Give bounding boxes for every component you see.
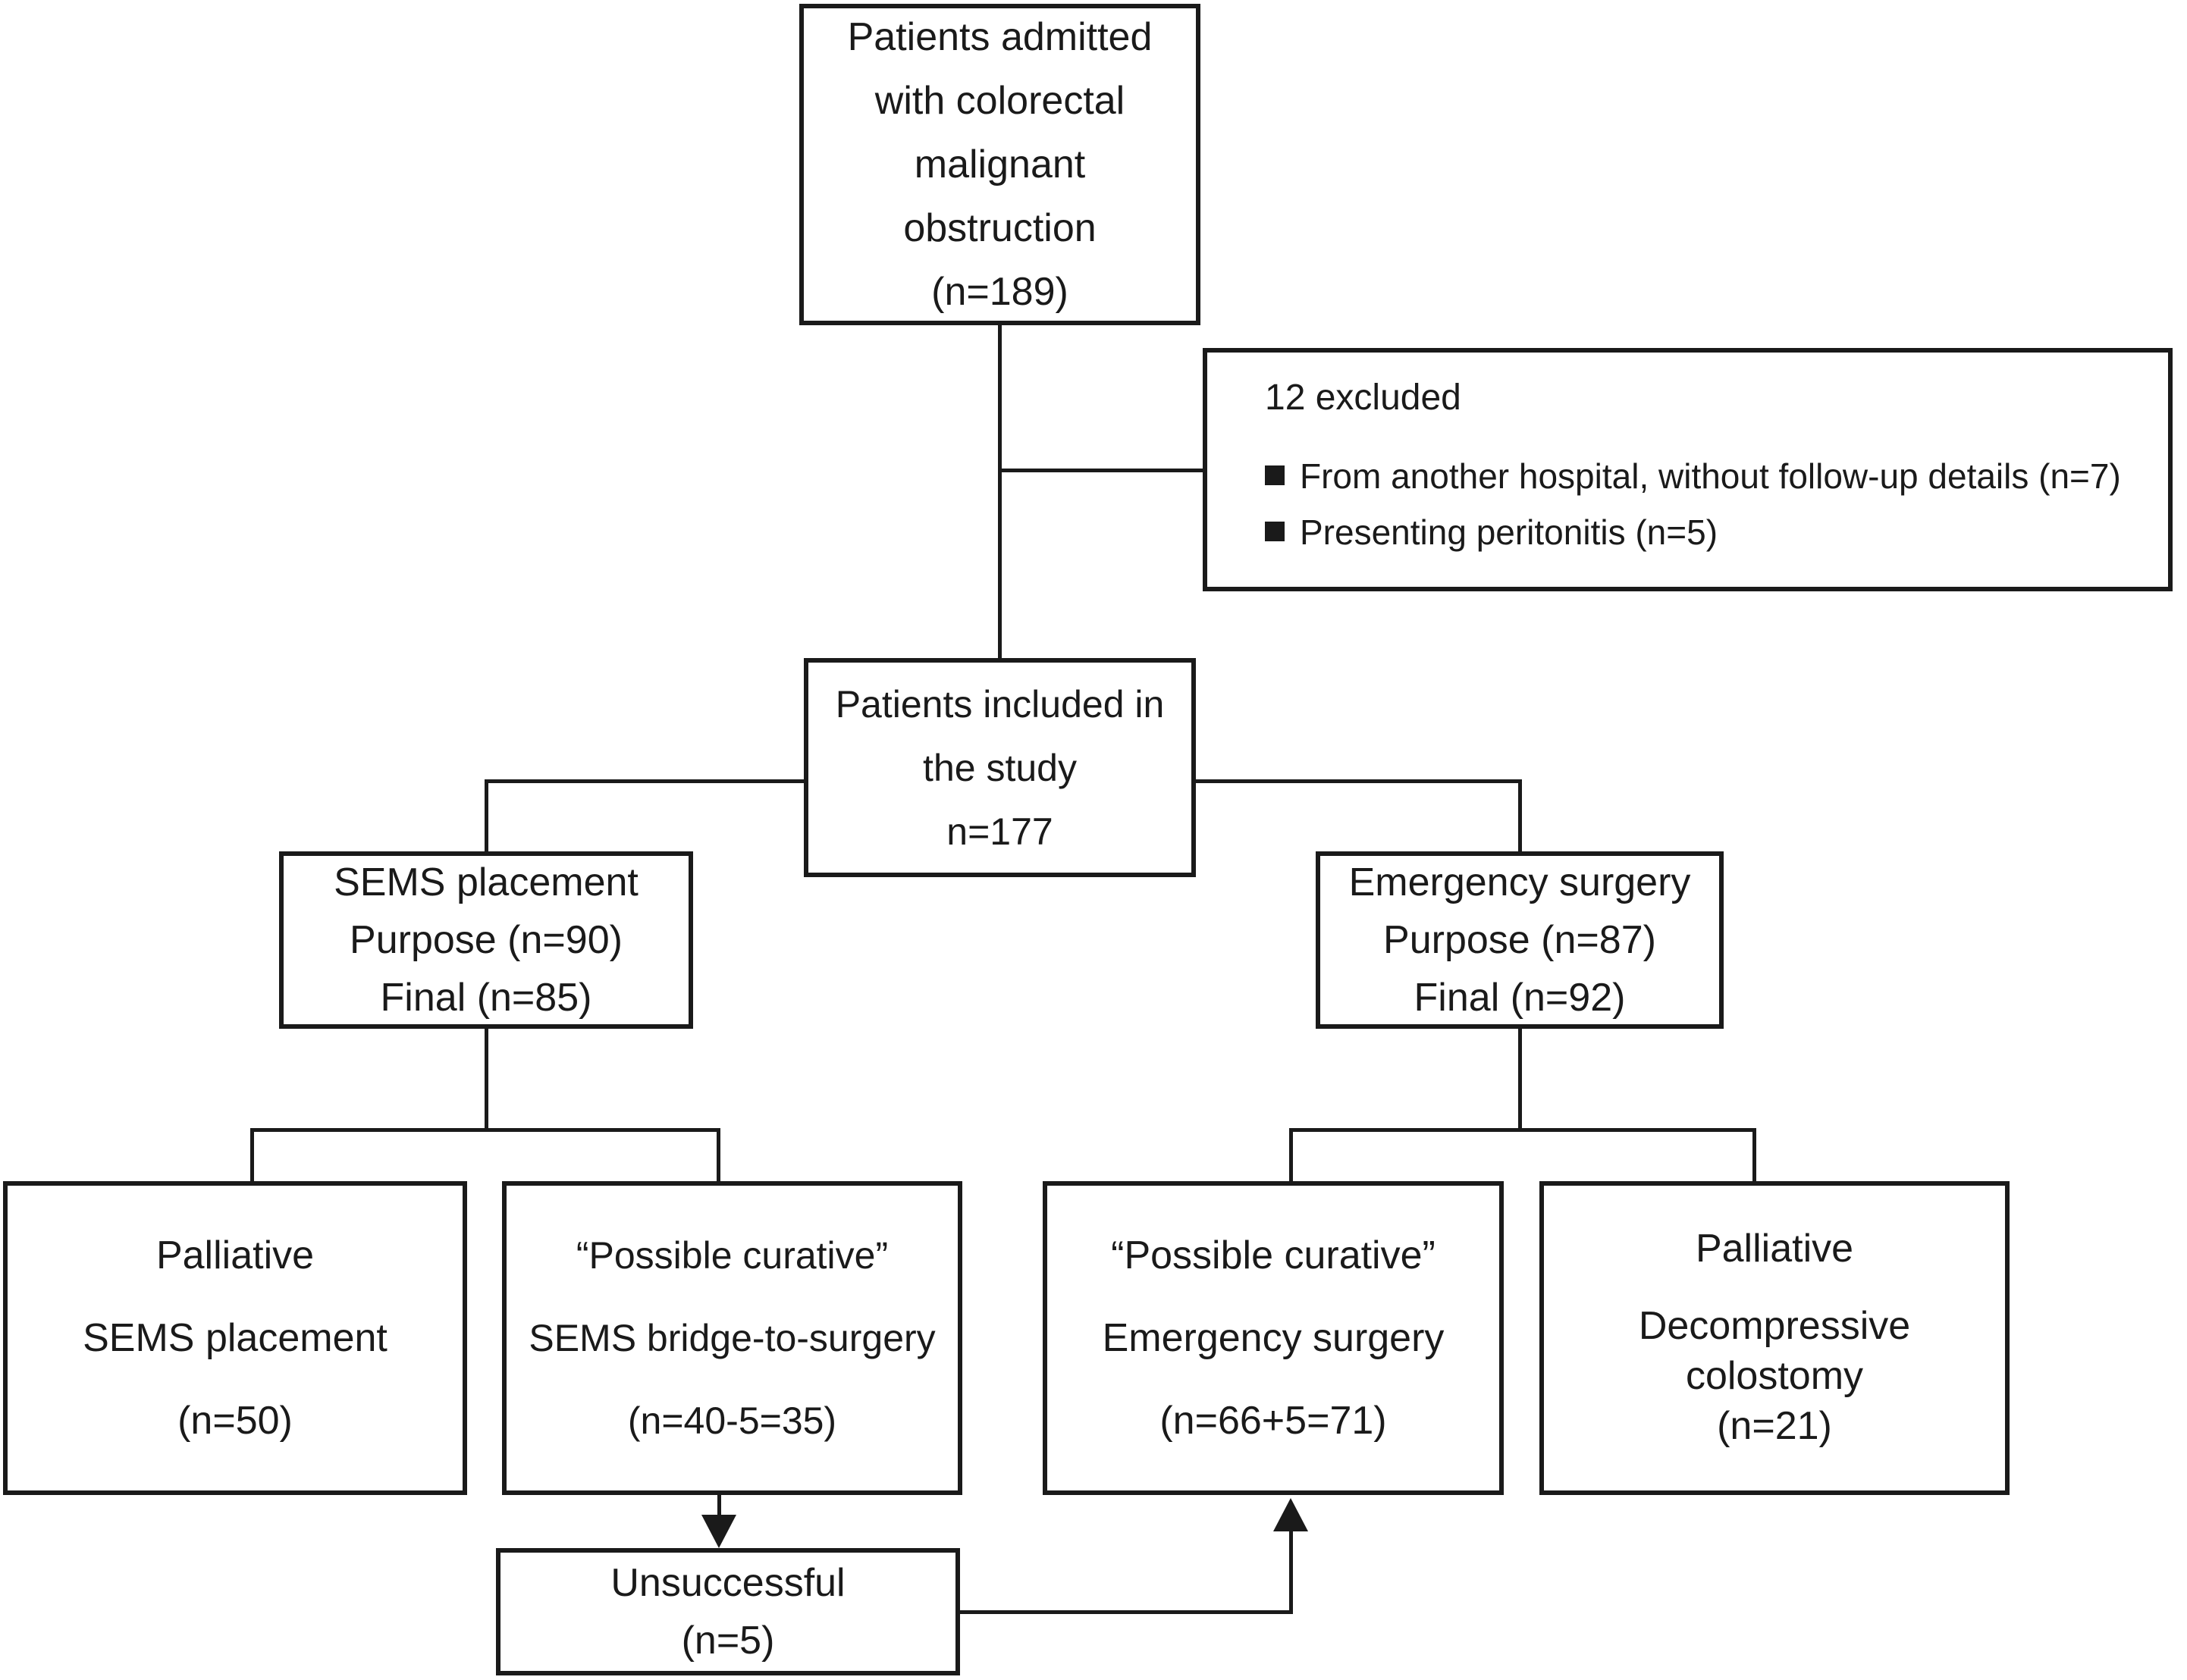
text-line: SEMS placement bbox=[334, 860, 639, 904]
text-line: Palliative bbox=[1695, 1227, 1854, 1271]
bullet-square-icon bbox=[1265, 522, 1285, 541]
node-decompressive-colostomy: Palliative Decompressive colostomy (n=21… bbox=[1539, 1181, 2010, 1495]
connector-included-right-horizontal bbox=[1194, 779, 1521, 783]
connector-sems-branch-horizontal bbox=[250, 1128, 720, 1132]
connector-included-right-down bbox=[1518, 779, 1522, 853]
text-line: Purpose (n=87) bbox=[1383, 918, 1656, 962]
node-sems-bridge-to-surgery: “Possible curative” SEMS bridge-to-surge… bbox=[502, 1181, 962, 1495]
text-line: (n=66+5=71) bbox=[1159, 1399, 1387, 1443]
text-line: with colorectal bbox=[874, 79, 1125, 123]
excluded-bullet-text: From another hospital, without follow-up… bbox=[1300, 456, 2121, 496]
bullet-square-icon bbox=[1265, 465, 1285, 485]
text-line: (n=50) bbox=[177, 1399, 293, 1443]
node-patients-admitted: Patients admitted with colorectal malign… bbox=[799, 4, 1200, 325]
excluded-bullet-text: Presenting peritonitis (n=5) bbox=[1300, 512, 1718, 552]
text-line: the study bbox=[923, 746, 1077, 789]
text-line: Final (n=85) bbox=[380, 976, 592, 1020]
connector-bridge-to-unsuccessful-shaft bbox=[717, 1495, 721, 1518]
arrowhead-up-icon bbox=[1273, 1498, 1308, 1531]
text-line: SEMS bridge-to-surgery bbox=[529, 1317, 936, 1359]
node-unsuccessful: Unsuccessful (n=5) bbox=[496, 1548, 960, 1675]
connector-admitted-to-included bbox=[998, 324, 1002, 659]
text-line: Patients included in bbox=[835, 682, 1165, 726]
connector-unsuccessful-up-shaft bbox=[1289, 1531, 1293, 1612]
connector-emergency-down bbox=[1518, 1028, 1522, 1132]
connector-branch-to-excluded bbox=[998, 469, 1204, 472]
connector-stub-curative-es bbox=[1289, 1128, 1293, 1183]
text-line: malignant bbox=[914, 143, 1086, 186]
excluded-title: 12 excluded bbox=[1265, 378, 1461, 418]
text-line: (n=5) bbox=[681, 1619, 775, 1663]
text-line: colostomy bbox=[1685, 1354, 1864, 1398]
node-emergency-surgery: Emergency surgery Purpose (n=87) Final (… bbox=[1316, 851, 1724, 1029]
text-line: (n=40-5=35) bbox=[627, 1399, 837, 1442]
node-curative-emergency-surgery: “Possible curative” Emergency surgery (n… bbox=[1043, 1181, 1504, 1495]
connector-unsuccessful-right-horizontal bbox=[959, 1610, 1293, 1614]
text-line: Emergency surgery bbox=[1348, 860, 1691, 904]
connector-stub-bridge bbox=[717, 1128, 720, 1183]
node-excluded: 12 excluded From another hospital, witho… bbox=[1203, 348, 2173, 591]
text-line: n=177 bbox=[946, 810, 1053, 853]
excluded-bullet-item: From another hospital, without follow-up… bbox=[1265, 448, 2160, 504]
text-line: “Possible curative” bbox=[1111, 1233, 1436, 1277]
excluded-bullet-item: Presenting peritonitis (n=5) bbox=[1265, 504, 2160, 560]
text-line: (n=21) bbox=[1717, 1404, 1832, 1448]
connector-stub-colostomy bbox=[1752, 1128, 1756, 1183]
node-palliative-sems: Palliative SEMS placement (n=50) bbox=[3, 1181, 467, 1495]
text-line: Purpose (n=90) bbox=[350, 918, 623, 962]
node-patients-included: Patients included in the study n=177 bbox=[804, 658, 1196, 877]
text-line: SEMS placement bbox=[83, 1316, 388, 1360]
arrowhead-down-icon bbox=[701, 1515, 736, 1548]
connector-sems-down bbox=[485, 1028, 488, 1132]
connector-included-left-horizontal bbox=[485, 779, 805, 783]
text-block: Decompressive colostomy (n=21) bbox=[1544, 1301, 2005, 1451]
connector-emergency-branch-horizontal bbox=[1289, 1128, 1756, 1132]
connector-included-left-down bbox=[485, 779, 488, 853]
text-line: obstruction bbox=[903, 206, 1097, 250]
excluded-bullet-list: From another hospital, without follow-up… bbox=[1265, 448, 2160, 560]
text-line: Palliative bbox=[155, 1233, 315, 1277]
connector-stub-palliative-sems bbox=[250, 1128, 254, 1183]
text-line: (n=189) bbox=[931, 270, 1068, 314]
text-line: Emergency surgery bbox=[1102, 1316, 1445, 1360]
text-line: Patients admitted bbox=[847, 15, 1153, 59]
text-line: “Possible curative” bbox=[576, 1234, 889, 1277]
text-line: Final (n=92) bbox=[1414, 976, 1626, 1020]
text-line: Decompressive bbox=[1638, 1304, 1911, 1348]
node-sems-placement: SEMS placement Purpose (n=90) Final (n=8… bbox=[279, 851, 693, 1029]
text-line: Unsuccessful bbox=[610, 1561, 846, 1605]
